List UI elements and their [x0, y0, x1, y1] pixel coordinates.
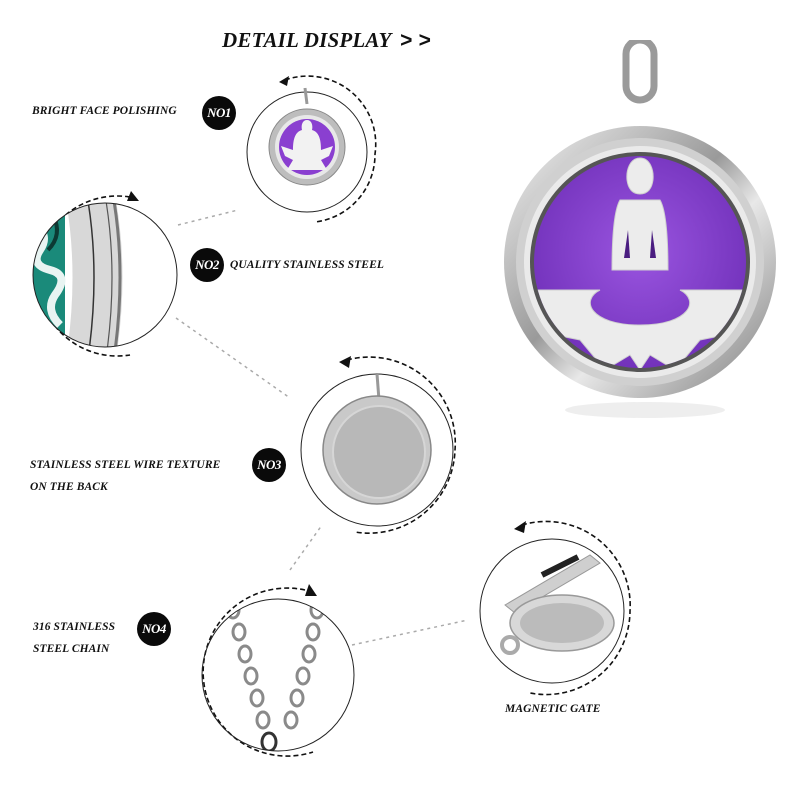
- title-text: DETAIL DISPLAY: [222, 28, 391, 52]
- page-title: DETAIL DISPLAY > >: [222, 28, 431, 53]
- feature-1-label: BRIGHT FACE POLISHING: [32, 105, 177, 117]
- pendant-edge-closeup-icon: [32, 191, 178, 357]
- feature-3-label-line-1: STAINLESS STEEL WIRE TEXTURE: [30, 459, 221, 471]
- hero-image: [500, 36, 790, 430]
- connector-line-2: [175, 317, 291, 399]
- buddha-lotus-locket-icon: [504, 36, 776, 418]
- feature-3-label-line-2: ON THE BACK: [30, 481, 108, 493]
- feature-2-badge: NO2: [190, 248, 224, 282]
- feature-4-label-line-1: 316 STAINLESS: [33, 621, 116, 633]
- connector-line-4: [351, 619, 469, 646]
- pendant-back-icon: [300, 356, 457, 534]
- feature-4-image: [185, 580, 360, 760]
- feature-2-image: [5, 185, 185, 360]
- feature-3-image: [295, 350, 470, 535]
- chevrons-right-icon: > >: [400, 29, 432, 52]
- feature-1-badge: NO1: [202, 96, 236, 130]
- buddha-pendant-front-icon: [246, 75, 377, 223]
- feature-1-image: [245, 72, 385, 223]
- feature-5-label: MAGNETIC GATE: [505, 703, 601, 715]
- connector-line-1: [177, 209, 239, 226]
- feature-4-badge: NO4: [137, 612, 171, 646]
- feature-2-label: QUALITY STAINLESS STEEL: [230, 259, 384, 271]
- chain-icon: [201, 584, 355, 757]
- feature-4-label-line-2: STEEL CHAIN: [33, 643, 110, 655]
- feature-3-badge: NO3: [252, 448, 286, 482]
- feature-5-image: [470, 515, 645, 700]
- open-locket-icon: [479, 520, 631, 696]
